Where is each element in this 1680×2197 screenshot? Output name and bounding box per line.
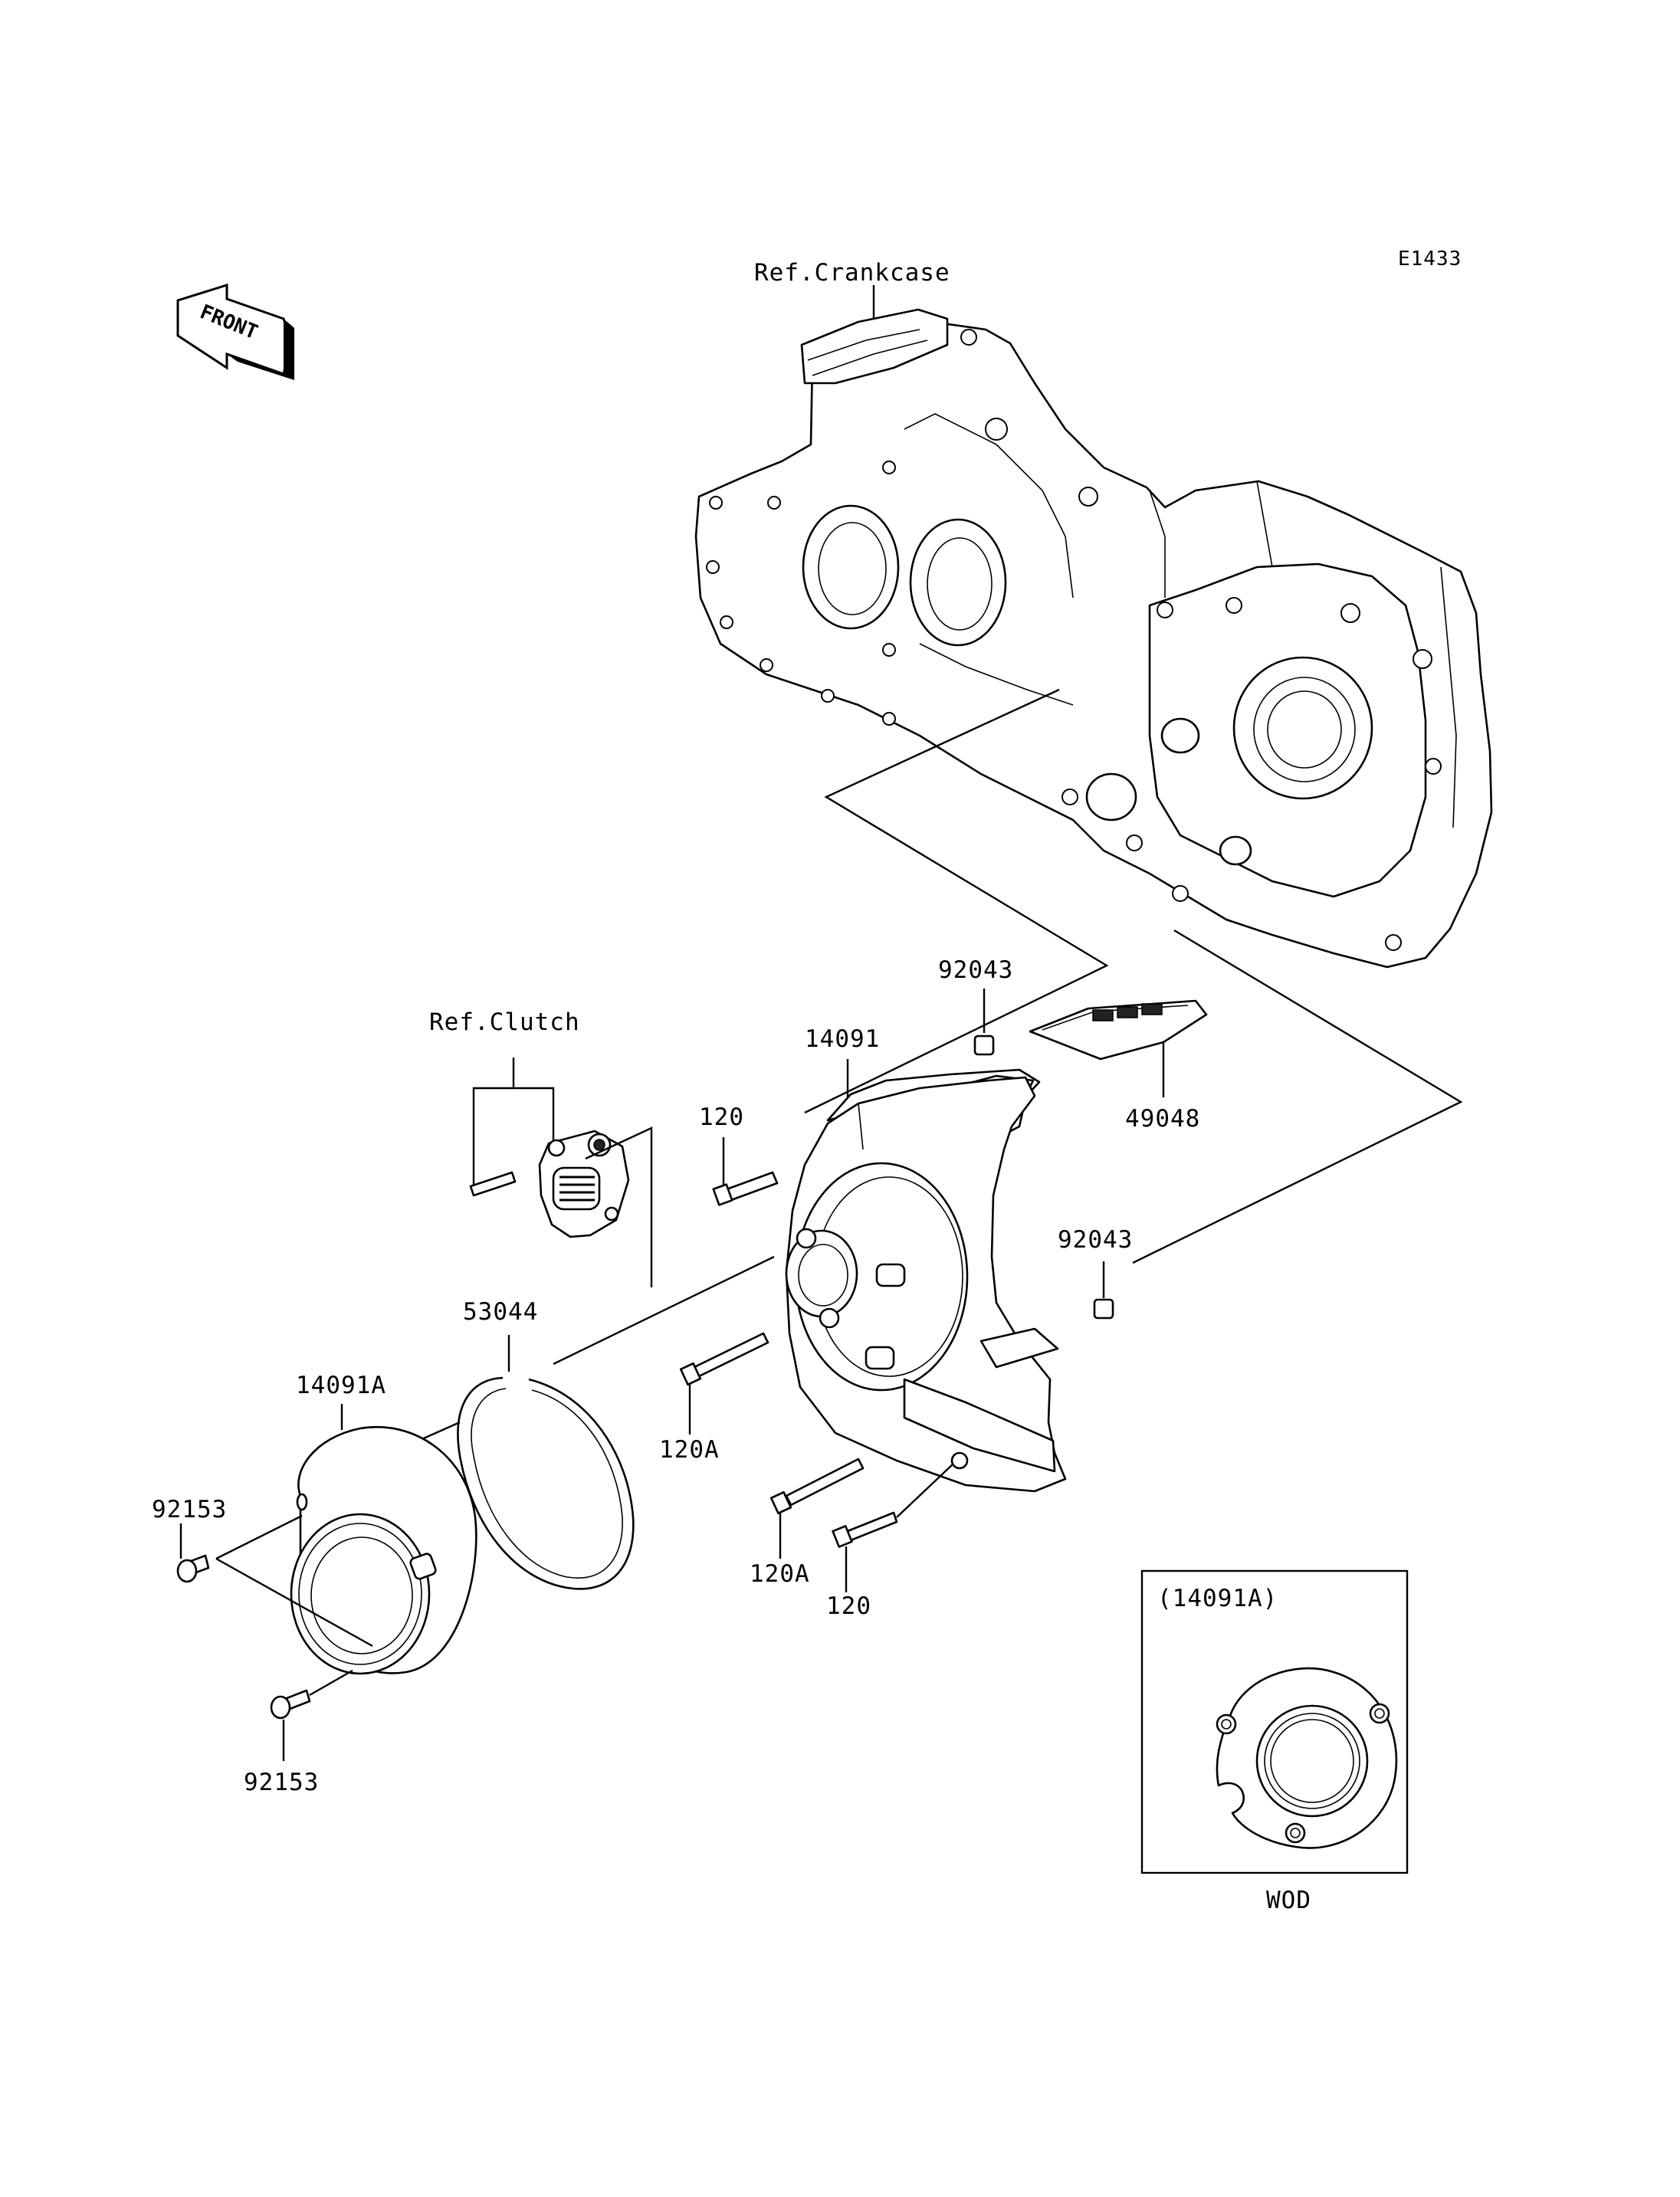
part-120A-bolt-bottom [769,1458,865,1559]
part-92153-screw-bottom [270,1669,353,1761]
inset-caption: WOD [1266,1887,1311,1914]
label-92153-bottom: 92153 [244,1769,319,1796]
part-120-bolt-bottom [832,1463,954,1592]
clutch-ref-label: Ref.Clutch [429,1008,580,1036]
label-92153-left: 92153 [152,1496,227,1523]
part-92043-dowel-top [973,989,995,1056]
part-120A-bolt-mid [679,1332,769,1435]
label-92043-top: 92043 [938,956,1013,984]
label-53044: 53044 [463,1298,538,1326]
part-14091A-cover [290,1404,477,1675]
part-53044-gasket [390,1255,775,1590]
label-92043-mid: 92043 [1058,1226,1133,1254]
part-92153-screw-left [176,1514,373,1648]
clutch-ref-drawing [469,1058,653,1287]
label-120A-bottom: 120A [750,1560,810,1588]
crankcase-ref-drawing [694,285,1493,969]
label-14091: 14091 [805,1025,880,1053]
part-49048-plate [1029,999,1208,1097]
front-arrow-icon: FRONT [176,283,294,380]
label-49048: 49048 [1125,1105,1200,1133]
diagram-code: E1433 [1398,248,1462,271]
part-120-bolt-top [712,1137,779,1206]
label-120A-mid: 120A [659,1436,720,1464]
part-14091-cover [785,1068,1067,1493]
label-14091A: 14091A [296,1372,386,1399]
inset-title: (14091A) [1157,1585,1278,1612]
label-120-top: 120 [699,1103,744,1131]
inset-14091A-box [1140,1569,1409,1874]
crankcase-ref-label: Ref.Crankcase [754,259,950,287]
part-92043-dowel-mid [1093,1261,1114,1320]
label-120-bottom: 120 [826,1592,871,1620]
